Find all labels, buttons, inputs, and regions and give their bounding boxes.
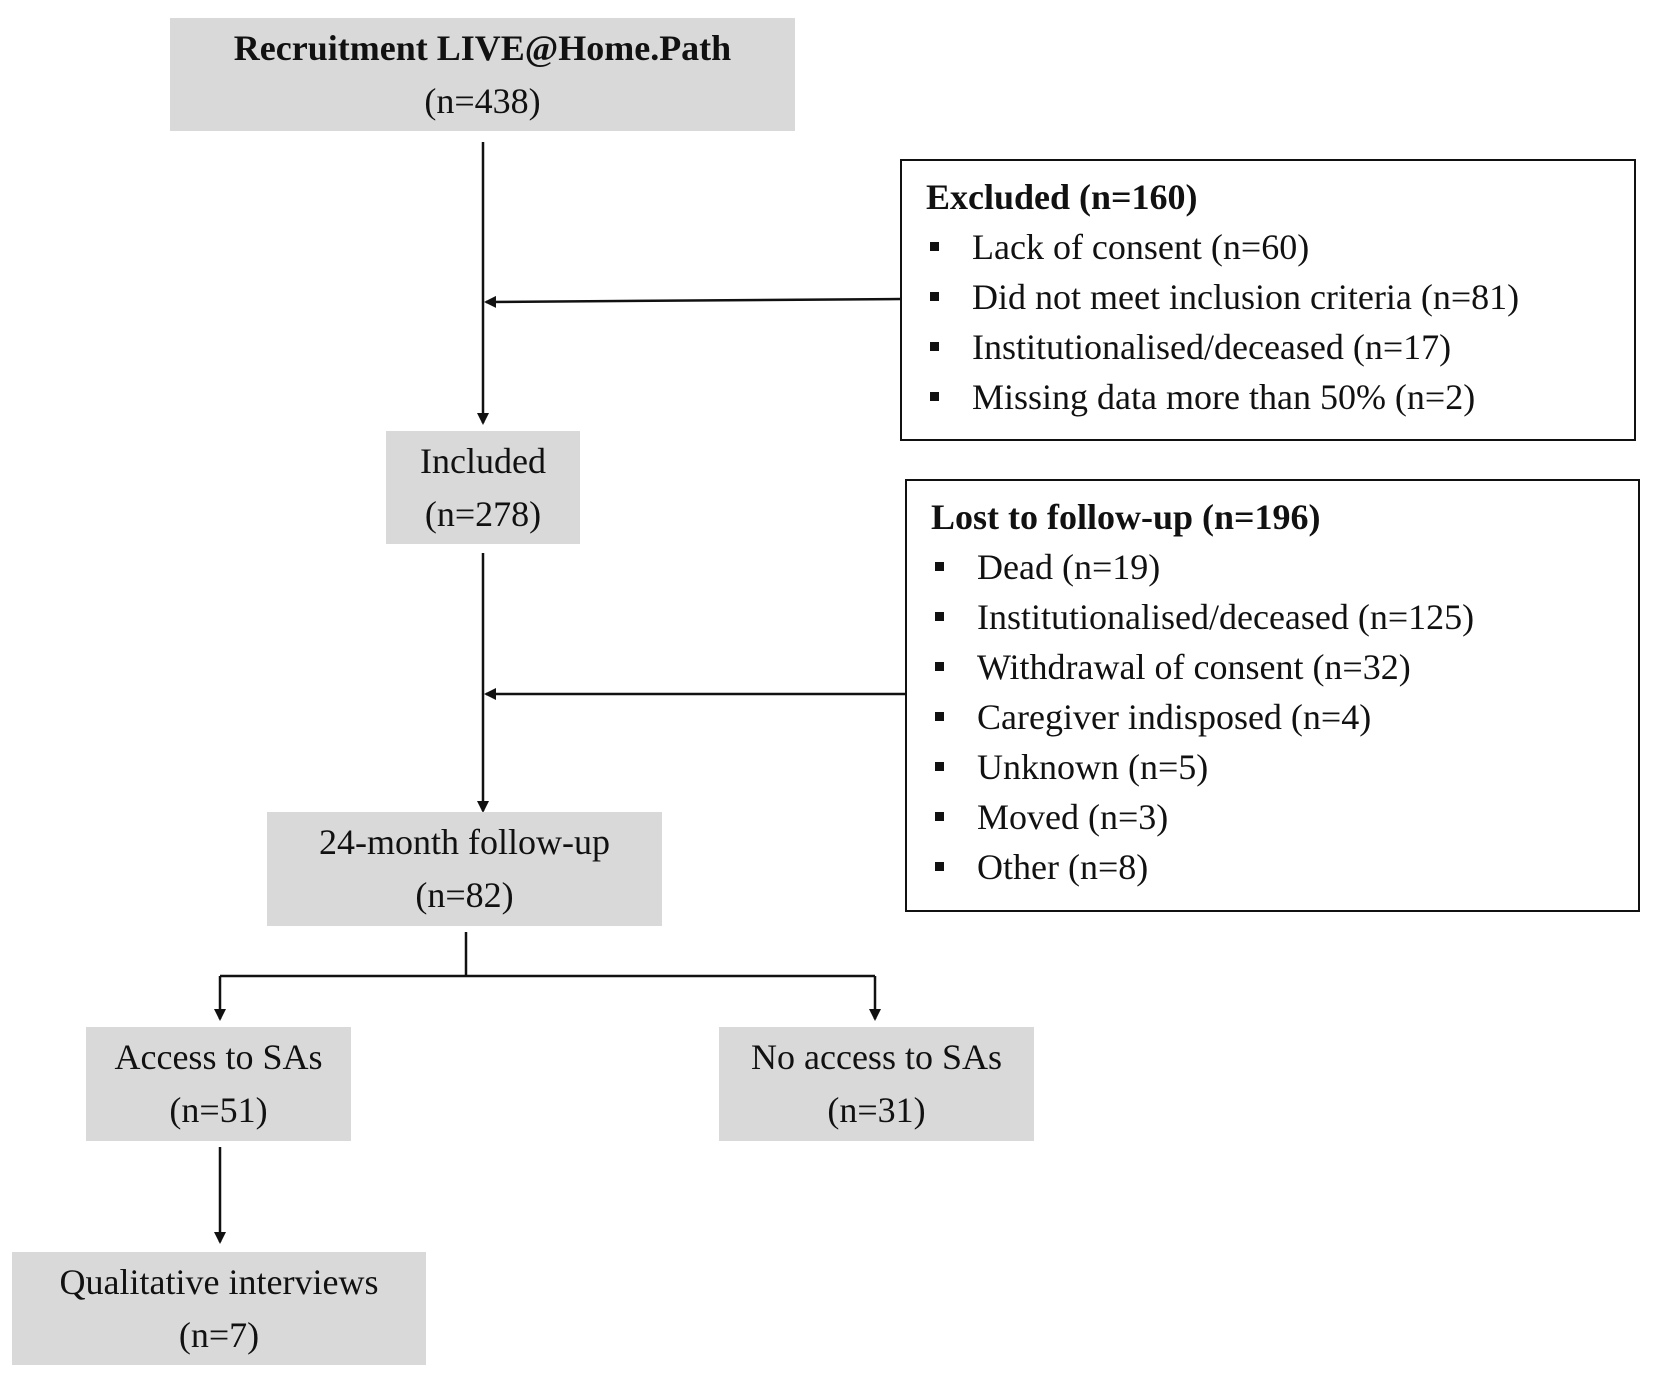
excluded-list: Lack of consent (n=60) Did not meet incl…: [926, 222, 1519, 422]
included-count: (n=278): [424, 493, 542, 534]
bullet-icon: [935, 562, 944, 571]
bullet-icon: [935, 812, 944, 821]
arrow-excluded-to-main: [484, 295, 902, 308]
no-access-box: No access to SAs (n=31): [719, 1027, 1034, 1141]
lost-item: Other (n=8): [931, 842, 1474, 892]
included-title: Included: [420, 440, 546, 481]
qualitative-count: (n=7): [178, 1314, 260, 1355]
included-box: Included (n=278): [386, 431, 580, 544]
lost-to-followup-box: Lost to follow-up (n=196) Dead (n=19) In…: [905, 479, 1640, 912]
bullet-icon: [930, 242, 939, 251]
excluded-item-label: Did not meet inclusion criteria (n=81): [972, 277, 1520, 317]
access-box: Access to SAs (n=51): [86, 1027, 351, 1141]
lost-item: Moved (n=3): [931, 792, 1474, 842]
recruitment-title: Recruitment LIVE@Home.Path: [233, 27, 732, 68]
excluded-item: Did not meet inclusion criteria (n=81): [926, 272, 1519, 322]
lost-item-label: Dead (n=19): [977, 547, 1161, 587]
bullet-icon: [930, 392, 939, 401]
access-count: (n=51): [169, 1090, 268, 1130]
excluded-item: Lack of consent (n=60): [926, 222, 1519, 272]
bullet-icon: [935, 862, 944, 871]
lost-item-label: Institutionalised/deceased (n=125): [977, 597, 1475, 637]
lost-item: Withdrawal of consent (n=32): [931, 642, 1474, 692]
lost-title: Lost to follow-up (n=196): [931, 497, 1321, 537]
lost-item-label: Moved (n=3): [977, 797, 1169, 837]
excluded-title: Excluded (n=160): [926, 177, 1198, 217]
lost-item: Dead (n=19): [931, 542, 1474, 592]
followup-count: (n=82): [415, 875, 514, 915]
lost-item: Caregiver indisposed (n=4): [931, 692, 1474, 742]
bullet-icon: [930, 342, 939, 351]
bullet-icon: [935, 762, 944, 771]
excluded-item-label: Missing data more than 50% (n=2): [972, 377, 1476, 417]
followup-title: 24-month follow-up: [319, 822, 610, 862]
excluded-item-label: Institutionalised/deceased (n=17): [972, 327, 1452, 367]
no-access-title: No access to SAs: [751, 1037, 1002, 1077]
recruitment-box: Recruitment LIVE@Home.Path (n=438): [170, 18, 795, 131]
lost-item-label: Caregiver indisposed (n=4): [977, 697, 1372, 737]
lost-item: Unknown (n=5): [931, 742, 1474, 792]
excluded-item: Institutionalised/deceased (n=17): [926, 322, 1519, 372]
lost-item: Institutionalised/deceased (n=125): [931, 592, 1474, 642]
bullet-icon: [935, 662, 944, 671]
followup-box: 24-month follow-up (n=82): [267, 812, 662, 926]
excluded-box: Excluded (n=160) Lack of consent (n=60) …: [900, 159, 1636, 441]
access-title: Access to SAs: [114, 1037, 323, 1077]
no-access-count: (n=31): [827, 1090, 926, 1130]
excluded-item-label: Lack of consent (n=60): [972, 227, 1310, 267]
bullet-icon: [930, 292, 939, 301]
bullet-icon: [935, 612, 944, 621]
recruitment-count: (n=438): [424, 80, 541, 121]
qualitative-box: Qualitative interviews (n=7): [12, 1252, 426, 1365]
bullet-icon: [935, 712, 944, 721]
excluded-item: Missing data more than 50% (n=2): [926, 372, 1519, 422]
lost-list: Dead (n=19) Institutionalised/deceased (…: [931, 542, 1474, 892]
lost-item-label: Withdrawal of consent (n=32): [977, 647, 1411, 687]
lost-item-label: Unknown (n=5): [977, 747, 1209, 787]
qualitative-title: Qualitative interviews: [59, 1261, 379, 1302]
lost-item-label: Other (n=8): [977, 847, 1149, 887]
